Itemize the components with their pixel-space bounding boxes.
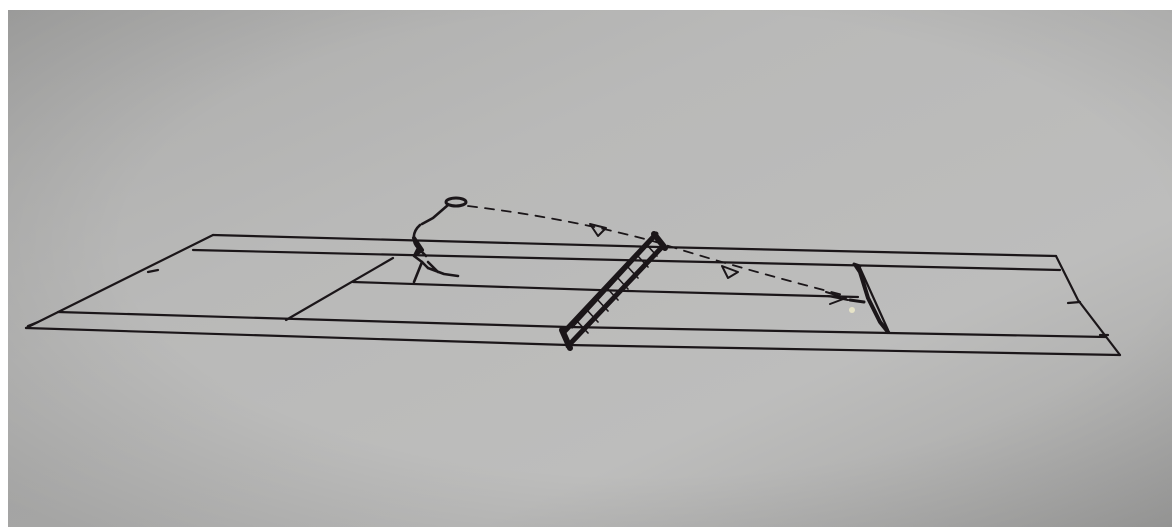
- sketch-photo: [8, 10, 1172, 527]
- sketch-canvas: [8, 10, 1172, 527]
- tick-right: [1068, 302, 1080, 303]
- ball: [849, 307, 855, 313]
